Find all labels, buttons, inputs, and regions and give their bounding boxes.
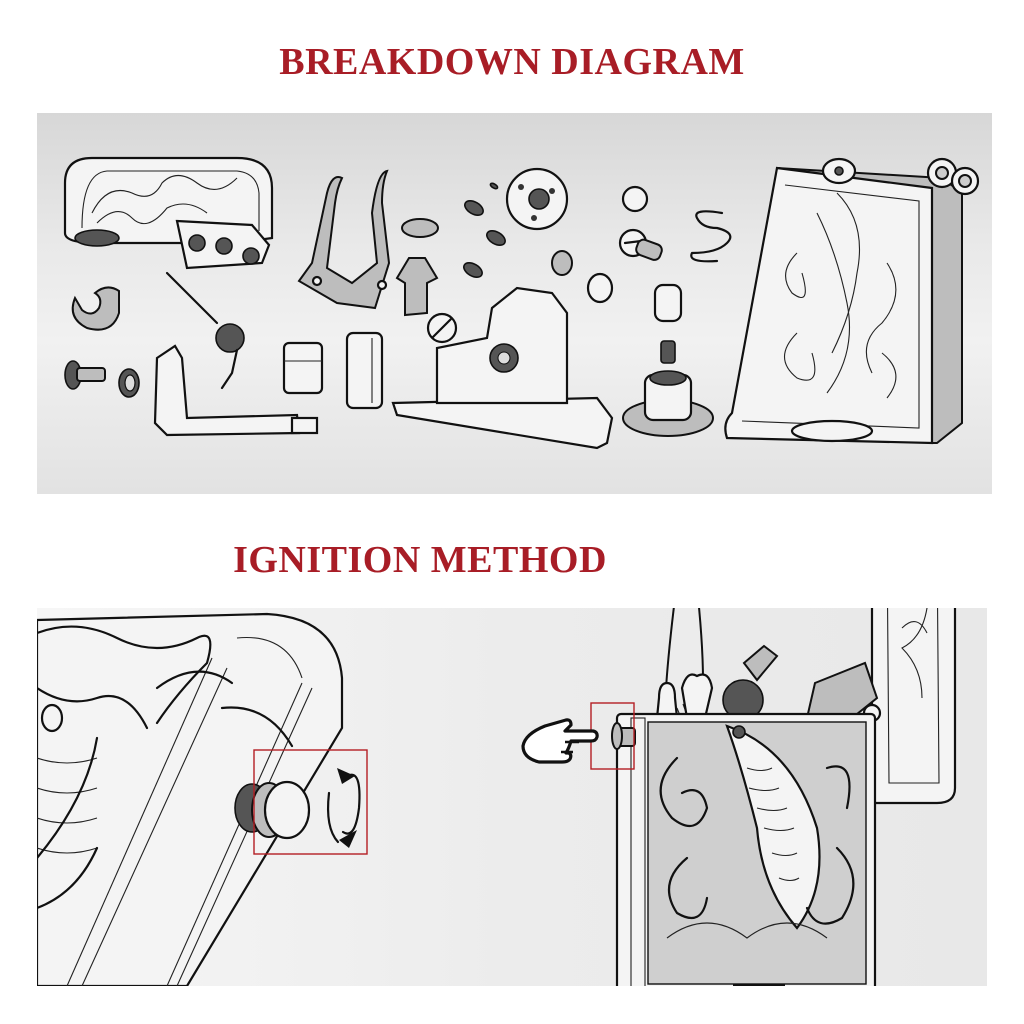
fuel-screw-part bbox=[622, 370, 714, 437]
slotted-screw-part bbox=[618, 185, 663, 261]
bushing-part bbox=[401, 218, 439, 238]
wick-sleeve-part bbox=[282, 341, 324, 395]
pointing-hand-icon bbox=[521, 718, 599, 764]
breakdown-diagram-heading: BREAKDOWN DIAGRAM bbox=[279, 41, 745, 83]
torsion-spring-part bbox=[165, 271, 245, 390]
lighter-thumbwheel bbox=[611, 722, 636, 750]
washer-part bbox=[118, 368, 140, 398]
engraved-case-part bbox=[724, 157, 980, 445]
rotate-arrows-icon bbox=[326, 768, 361, 848]
engraved-lid-part bbox=[63, 156, 274, 270]
chimney-base-part bbox=[391, 286, 614, 450]
ignition-illustration bbox=[37, 608, 957, 986]
flint-part bbox=[660, 340, 676, 364]
tube-part bbox=[345, 331, 384, 410]
screw-part bbox=[64, 360, 106, 390]
chimney-insert-part bbox=[395, 257, 439, 317]
pivot-pin-part bbox=[426, 312, 458, 344]
exploded-parts-illustration bbox=[63, 156, 980, 450]
spring-ring-part bbox=[586, 272, 614, 304]
ignition-method-panel bbox=[37, 608, 987, 986]
cam-lever-part bbox=[153, 344, 319, 437]
spring-clip-part bbox=[690, 210, 732, 263]
bushing-small-part bbox=[551, 250, 573, 276]
lighter-closeup bbox=[37, 612, 344, 986]
flint-wheel-part bbox=[505, 167, 569, 231]
knob-highlight-box bbox=[253, 749, 368, 855]
open-lighter bbox=[615, 608, 957, 986]
flint-cap-part bbox=[653, 283, 683, 323]
small-springs-part bbox=[463, 182, 506, 279]
breakdown-diagram-panel bbox=[37, 113, 992, 494]
thumbwheel-knob bbox=[234, 780, 311, 840]
ignition-method-heading: IGNITION METHOD bbox=[233, 539, 607, 581]
c-ring-part bbox=[71, 286, 120, 331]
hinge-bracket-part bbox=[297, 169, 391, 310]
